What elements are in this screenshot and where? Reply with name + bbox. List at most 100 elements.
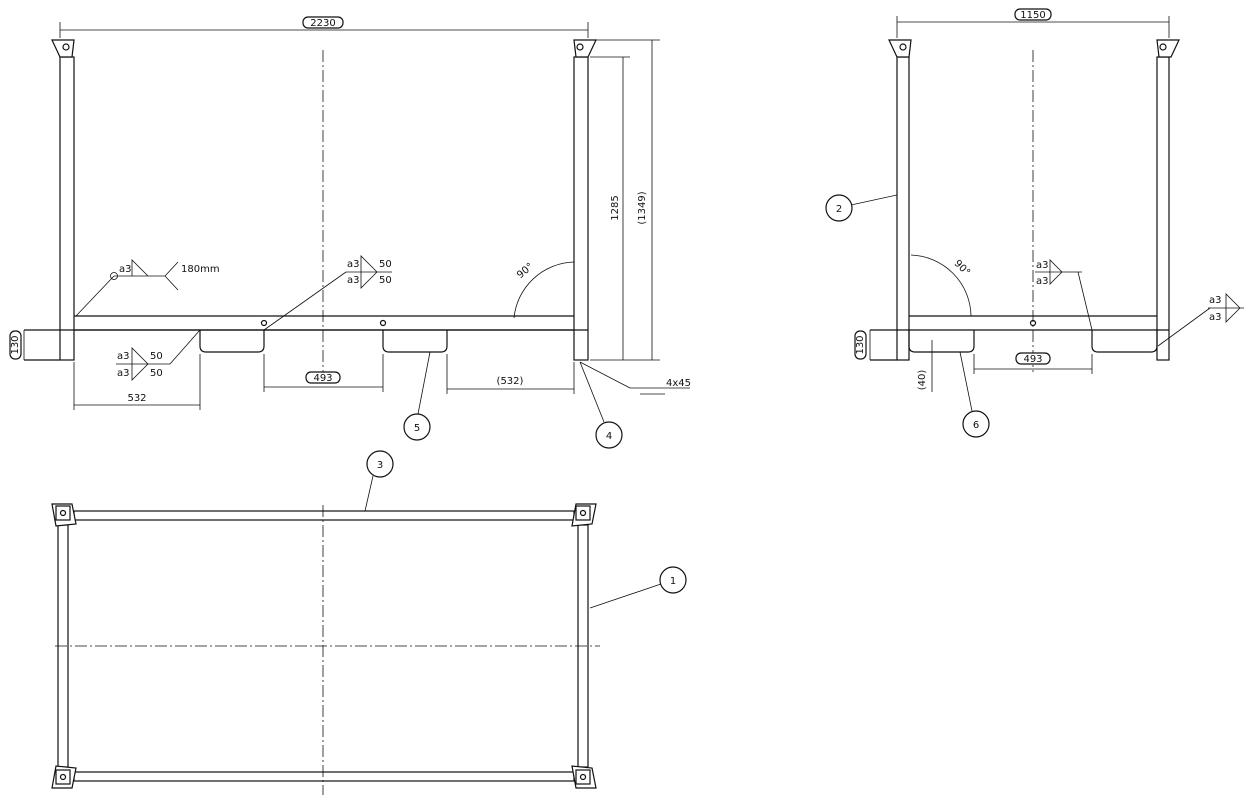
side-left-lug-hole: [899, 43, 907, 51]
weld-symbol-side-right: a3 a3: [1157, 293, 1244, 347]
dim-label-frame: [9, 330, 22, 360]
front-left-post: [59, 56, 75, 361]
fillet-weld-icon: [1225, 307, 1241, 323]
front-angle-arc: [513, 261, 575, 319]
balloon-3-label: 3: [377, 460, 383, 471]
balloon-1-label: 1: [670, 576, 676, 587]
balloon-leader: [364, 475, 374, 512]
fillet-weld-icon: [131, 363, 149, 381]
top-corner-top-left: [51, 503, 77, 527]
weld-size: a3: [1036, 276, 1049, 287]
weld-leader: [169, 329, 201, 365]
weld-size: a3: [347, 275, 360, 286]
front-angle-label: 90°: [515, 261, 536, 281]
balloon-leader: [589, 583, 662, 609]
balloon-leader: [959, 351, 973, 412]
balloon-1: [659, 566, 687, 594]
dim-493-front: 493: [313, 373, 332, 384]
weld-length: 50: [379, 275, 392, 286]
weld-length: 50: [379, 259, 392, 270]
dim-label-frame: [1014, 8, 1052, 21]
dim-493-side: 493: [1023, 354, 1042, 365]
weld-tail: [164, 275, 179, 291]
dim-130-side: 130: [855, 335, 866, 354]
balloon-leader: [850, 194, 898, 206]
balloon-6-label: 6: [973, 420, 979, 431]
balloon-leader: [579, 361, 605, 423]
weld-length: 50: [150, 351, 163, 362]
weld-size: a3: [347, 259, 360, 270]
dim-label-frame: [854, 330, 867, 360]
dim-40: (40): [917, 370, 928, 391]
dim-2230: 2230: [310, 18, 335, 29]
dim-130-front: 130: [10, 335, 21, 354]
weld-size: a3: [1209, 295, 1222, 306]
top-rail-lower: [73, 771, 575, 782]
weld-length: 180mm: [181, 264, 220, 275]
front-view: 2230 1285 (1349) 130 532 493 (532) 90°: [9, 16, 691, 449]
top-corner-bottom-left: [51, 765, 77, 789]
balloon-3: [366, 450, 394, 478]
front-left-lug-hole: [62, 43, 70, 51]
top-view: 3 1: [51, 450, 687, 795]
front-fork-pocket-left: [199, 330, 265, 353]
balloon-6: [962, 410, 990, 438]
top-corner-bottom-right: [571, 765, 597, 789]
front-right-post: [573, 56, 589, 361]
weld-tail: [164, 261, 179, 277]
weld-leader: [1157, 307, 1211, 347]
balloon-leader: [417, 351, 431, 415]
fillet-weld-icon: [1049, 271, 1063, 285]
side-right-post: [1156, 56, 1170, 361]
dim-label-frame: [305, 371, 341, 384]
fillet-weld-icon: [131, 259, 149, 277]
balloon-4: [595, 421, 623, 449]
balloon-5: [403, 413, 431, 441]
weld-symbol-front-left: a3 50 a3 50: [116, 329, 201, 381]
side-weld-point: [1029, 319, 1037, 327]
dim-1285: 1285: [610, 195, 621, 220]
front-right-lug-hole: [576, 43, 584, 51]
dim-532: 532: [127, 393, 146, 404]
weld-leader: [1077, 271, 1093, 331]
weld-leader: [263, 271, 347, 331]
front-weld-point-1: [260, 319, 268, 327]
side-left-post: [896, 56, 910, 361]
weld-size: a3: [1036, 260, 1049, 271]
side-fork-pocket-right: [1091, 330, 1158, 353]
fillet-weld-icon: [131, 347, 149, 365]
weld-size: a3: [117, 368, 130, 379]
weld-size: a3: [117, 351, 130, 362]
dim-label-frame: [1015, 352, 1051, 365]
weld-leader: [75, 275, 115, 317]
weld-symbol-front-fillet: a3 180mm: [75, 259, 220, 317]
dim-1349: (1349): [637, 191, 648, 224]
top-corner-top-right: [571, 503, 597, 527]
weld-symbol-side-middle: a3 a3: [1035, 259, 1093, 331]
top-rail-upper: [73, 510, 575, 521]
balloon-2-label: 2: [836, 204, 842, 215]
chamfer-label: 4x45: [666, 378, 691, 389]
fillet-weld-icon: [360, 271, 378, 289]
side-right-lug-hole: [1159, 43, 1167, 51]
weld-size: a3: [119, 264, 132, 275]
balloon-5-label: 5: [414, 423, 420, 434]
fillet-weld-icon: [360, 255, 378, 273]
weld-symbol-front-middle: a3 50 a3 50: [263, 255, 392, 331]
weld-length: 50: [150, 368, 163, 379]
front-fork-pocket-right: [382, 330, 448, 353]
dim-label-frame: [302, 16, 344, 29]
side-fork-pocket-left: [908, 330, 975, 353]
fillet-weld-icon: [1225, 293, 1241, 309]
weld-size: a3: [1209, 312, 1222, 323]
balloon-4-label: 4: [606, 431, 612, 442]
front-weld-point-2: [379, 319, 387, 327]
side-angle-arc: [910, 254, 972, 317]
chamfer-leader: [579, 361, 631, 389]
balloon-2: [825, 194, 853, 222]
dim-532-ref: (532): [497, 376, 524, 387]
fillet-weld-icon: [1049, 259, 1063, 273]
dim-1150: 1150: [1020, 10, 1045, 21]
side-view: 1150 130 (40) 493 90° a3 a3: [825, 8, 1244, 438]
